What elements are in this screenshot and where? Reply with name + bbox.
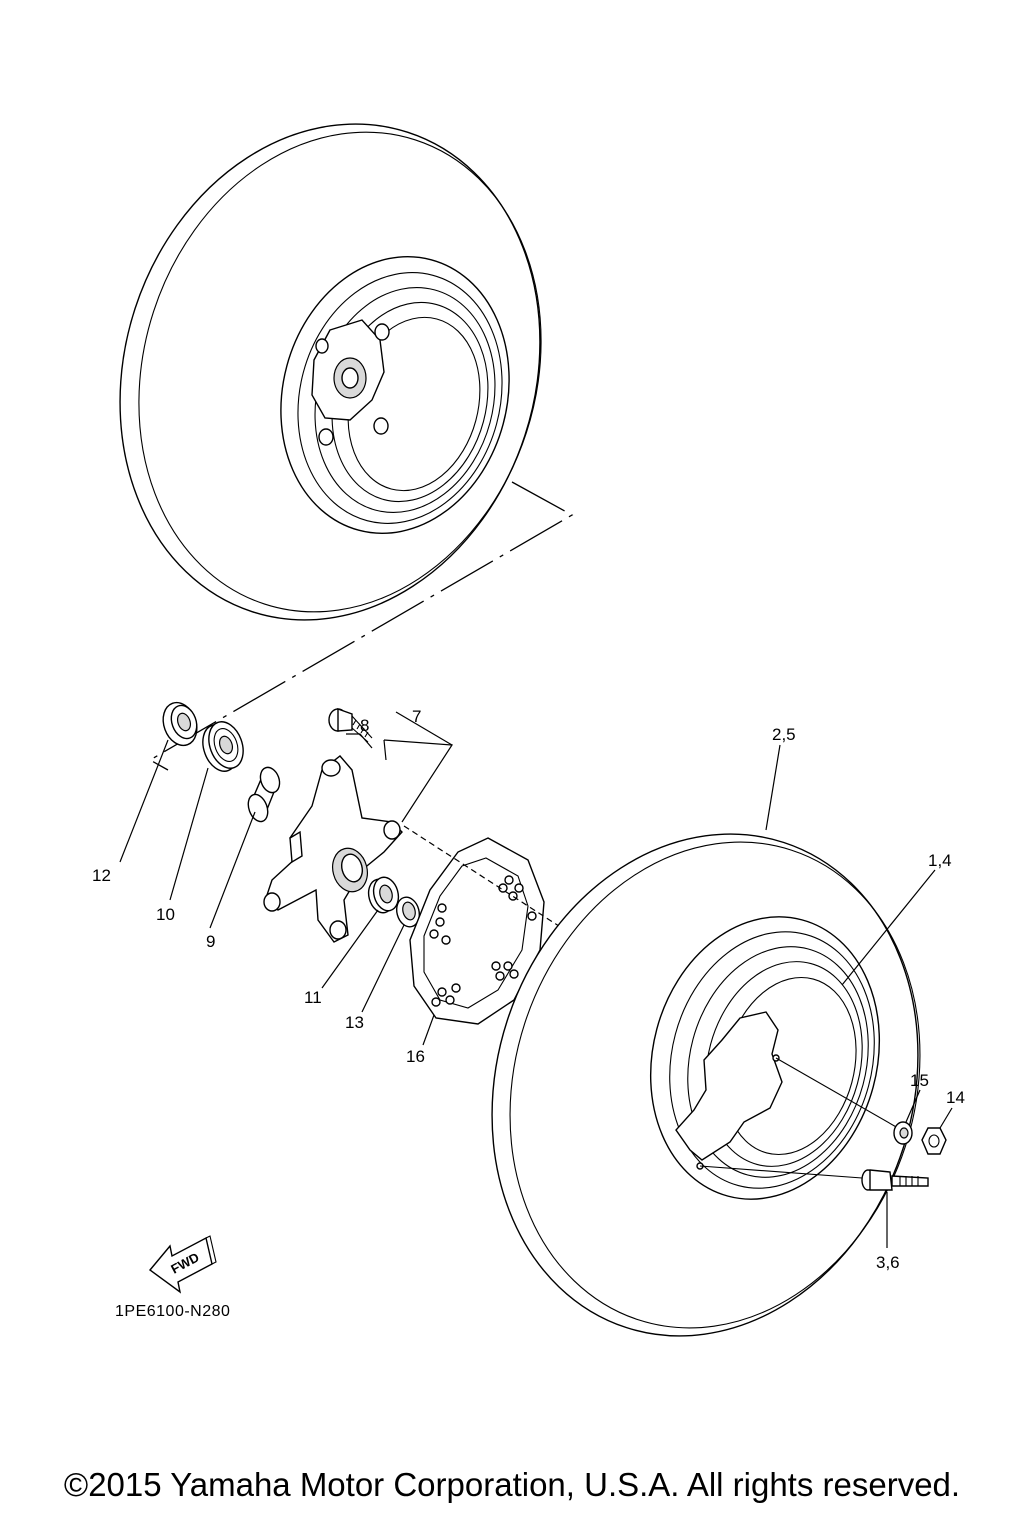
part-9-spacer — [247, 766, 281, 823]
callout-3-6: 3,6 — [876, 1253, 900, 1272]
drawing-code: 1PE6100-N280 — [115, 1303, 230, 1320]
callout-14: 14 — [946, 1088, 965, 1107]
upper-rim-outer — [280, 255, 510, 535]
upper-stud-4 — [315, 338, 329, 354]
callout-8: 8 — [360, 716, 369, 735]
part-10-bearing — [202, 721, 244, 772]
part-8-stud-bolt — [328, 708, 373, 743]
lower-rim-ring-1 — [669, 931, 875, 1189]
leader-lines — [119, 711, 953, 1248]
part-1-4-rim — [649, 916, 881, 1200]
upper-tire-sidewall — [138, 131, 542, 613]
lower-rim-ring-3 — [705, 961, 863, 1167]
lower-rim-center-plate — [675, 1011, 783, 1161]
part-12-oil-seal — [162, 701, 198, 747]
nut-alignment-line — [775, 1057, 899, 1129]
callout-15: 15 — [910, 1071, 929, 1090]
part-15-washer — [893, 1121, 913, 1145]
lower-wheel-assembly — [491, 833, 921, 1337]
callout-13: 13 — [345, 1013, 364, 1032]
part-7-front-hub — [263, 755, 403, 943]
part-3-6-valve — [861, 1169, 929, 1191]
callout-9: 9 — [206, 932, 215, 951]
callout-10: 10 — [156, 905, 175, 924]
upper-wheel-assembly — [119, 123, 542, 621]
part-13-oil-seal — [395, 896, 421, 928]
callout-11: 11 — [304, 988, 322, 1007]
part-14-nut — [921, 1127, 947, 1155]
upper-stud-3 — [318, 428, 334, 446]
upper-stud-2 — [373, 417, 389, 435]
upper-rim-ring-1 — [297, 272, 503, 524]
part-11-bearing — [367, 876, 400, 914]
part-16-brake-disc — [409, 837, 545, 1025]
callout-2-5: 2,5 — [772, 725, 796, 744]
fwd-arrow-icon: FWD — [148, 1235, 217, 1294]
upper-hub-bore — [341, 367, 359, 389]
upper-stud-1 — [374, 323, 390, 341]
assembly-centerline — [148, 481, 574, 771]
valve-alignment-line — [699, 1165, 863, 1179]
copyright-notice: ©2015 Yamaha Motor Corporation, U.S.A. A… — [63, 1466, 961, 1503]
callout-12: 12 — [92, 866, 111, 885]
callout-7: 7 — [412, 707, 421, 726]
lower-rim-ring-2 — [687, 946, 869, 1178]
lower-tire-sidewall — [509, 841, 921, 1329]
callout-1-4: 1,4 — [928, 851, 952, 870]
callout-16: 16 — [406, 1047, 425, 1066]
